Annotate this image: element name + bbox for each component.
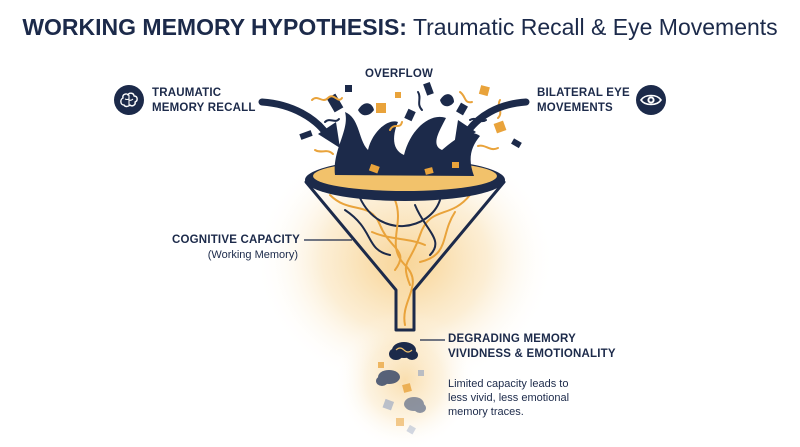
degrading-label: DEGRADING MEMORY VIVIDNESS & EMOTIONALIT… [448, 332, 616, 362]
overflow-label: OVERFLOW [365, 68, 434, 80]
title-light: Traumatic Recall & Eye Movements [412, 14, 778, 40]
output-stream [376, 342, 426, 435]
cognitive-capacity-sublabel: (Working Memory) [207, 249, 298, 261]
traumatic-label-line1: TRAUMATIC [152, 87, 222, 99]
degrading-label-line1: DEGRADING MEMORY [448, 333, 576, 345]
overflow-blobs [334, 94, 480, 176]
brain-icon [404, 397, 426, 413]
page-title: WORKING MEMORY HYPOTHESIS: Traumatic Rec… [0, 14, 800, 41]
note-line3: memory traces. [448, 406, 524, 418]
right-arrowhead [454, 120, 476, 146]
capacity-note: Limited capacity leads to less vivid, le… [448, 377, 569, 419]
brain-icon [120, 92, 138, 108]
cognitive-capacity-label: COGNITIVE CAPACITY [170, 233, 300, 248]
rim-debris [368, 162, 459, 175]
title-bold: WORKING MEMORY HYPOTHESIS: [22, 14, 407, 40]
bilateral-label-line2: MOVEMENTS [537, 102, 613, 114]
bilateral-label: BILATERAL EYE MOVEMENTS [537, 86, 630, 116]
eye-icon-badge [636, 85, 666, 115]
traumatic-label: TRAUMATIC MEMORY RECALL [152, 86, 256, 116]
cognitive-label-line1: COGNITIVE CAPACITY [172, 234, 300, 246]
brain-icon [376, 370, 400, 386]
glow-bottom [335, 310, 475, 447]
traumatic-label-line2: MEMORY RECALL [152, 102, 256, 114]
note-line1: Limited capacity leads to [448, 378, 569, 390]
left-arrow [258, 98, 332, 140]
flying-particles [299, 81, 522, 149]
eye-icon [640, 94, 662, 106]
degrading-label-line2: VIVIDNESS & EMOTIONALITY [448, 348, 616, 360]
bilateral-label-line1: BILATERAL EYE [537, 87, 630, 99]
brain-icon-badge [114, 85, 144, 115]
funnel-squiggles [329, 194, 471, 326]
left-arrowhead [318, 122, 340, 148]
note-line2: less vivid, less emotional [448, 392, 570, 404]
